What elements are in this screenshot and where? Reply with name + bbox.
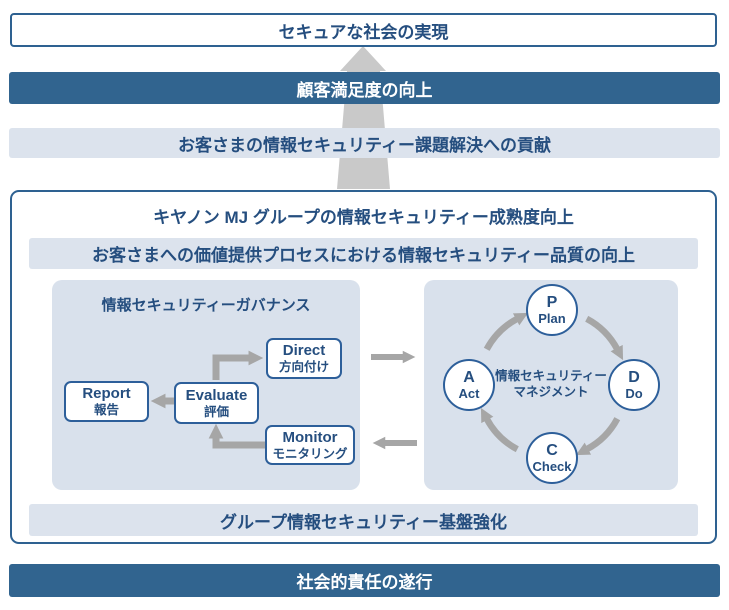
- bar-customer-satisfaction: 顧客満足度の向上: [9, 72, 720, 104]
- bar-value-process: お客さまへの価値提供プロセスにおける情報セキュリティー品質の向上: [29, 238, 698, 269]
- node-report-ja: 報告: [93, 403, 119, 417]
- pdca-node-plan: P Plan: [526, 284, 578, 336]
- bar-social-responsibility-label: 社会的責任の遂行: [296, 573, 433, 592]
- node-evaluate-ja: 評価: [203, 404, 229, 419]
- bar-foundation: グループ情報セキュリティー基盤強化: [29, 504, 698, 536]
- node-direct: Direct 方向付け: [266, 338, 342, 379]
- pdca-do-letter: D: [628, 368, 640, 386]
- node-report-en: Report: [82, 385, 131, 402]
- arc-check-to-act: [480, 407, 519, 453]
- goal-box-label: セキュアな社会の実現: [278, 22, 449, 42]
- goal-box-secure-society: セキュアな社会の実現: [10, 13, 717, 47]
- pdca-check-letter: C: [546, 441, 558, 459]
- arrow-monitor-to-evaluate: [208, 423, 265, 449]
- pdca-check-word: Check: [532, 458, 572, 474]
- node-monitor-ja: モニタリング: [272, 446, 348, 461]
- node-evaluate-en: Evaluate: [185, 386, 248, 404]
- group-maturity-box: キヤノン MJ グループの情報セキュリティー成熟度向上 お客さまへの価値提供プロ…: [10, 190, 717, 544]
- pdca-do-word: Do: [625, 385, 643, 401]
- pdca-node-do: D Do: [608, 359, 660, 411]
- arrow-evaluate-to-direct: [212, 350, 264, 380]
- governance-panel-title: 情報セキュリティーガバナンス: [101, 297, 311, 314]
- node-report: Report 報告: [64, 381, 149, 422]
- node-direct-en: Direct: [282, 342, 326, 359]
- governance-panel: 情報セキュリティーガバナンス Direct 方向付け Evaluate 評価 R…: [52, 280, 360, 490]
- bar-foundation-label: グループ情報セキュリティー基盤強化: [220, 512, 507, 532]
- arc-plan-to-do: [585, 315, 624, 361]
- pdca-plan-word: Plan: [538, 310, 566, 326]
- bar-customer-satisfaction-label: 顧客満足度の向上: [296, 80, 433, 100]
- pdca-plan-letter: P: [546, 293, 558, 311]
- management-center-line2: マネジメント: [513, 385, 589, 399]
- management-center-line1: 情報セキュリティー: [495, 368, 607, 383]
- node-direct-ja: 方向付け: [278, 360, 329, 374]
- bar-value-process-label: お客さまへの価値提供プロセスにおける情報セキュリティー品質の向上: [92, 246, 635, 265]
- group-maturity-title: キヤノン MJ グループの情報セキュリティー成熟度向上: [153, 208, 574, 227]
- pdca-node-check: C Check: [526, 432, 578, 484]
- arc-do-to-check: [575, 417, 621, 456]
- pdca-node-act: A Act: [443, 359, 495, 411]
- node-monitor-en: Monitor: [282, 428, 338, 446]
- bar-contribution: お客さまの情報セキュリティー課題解決への貢献: [9, 128, 720, 158]
- management-center-label: 情報セキュリティー マネジメント: [495, 368, 607, 401]
- pdca-act-word: Act: [458, 385, 480, 401]
- arc-act-to-plan: [483, 312, 529, 351]
- node-monitor: Monitor モニタリング: [265, 425, 355, 465]
- pdca-act-letter: A: [463, 368, 475, 386]
- bar-contribution-label: お客さまの情報セキュリティー課題解決への貢献: [178, 135, 551, 155]
- node-evaluate: Evaluate 評価: [174, 382, 259, 424]
- management-panel: 情報セキュリティー マネジメント P Plan D Do C Check A A…: [424, 280, 678, 490]
- bar-social-responsibility: 社会的責任の遂行: [9, 564, 720, 597]
